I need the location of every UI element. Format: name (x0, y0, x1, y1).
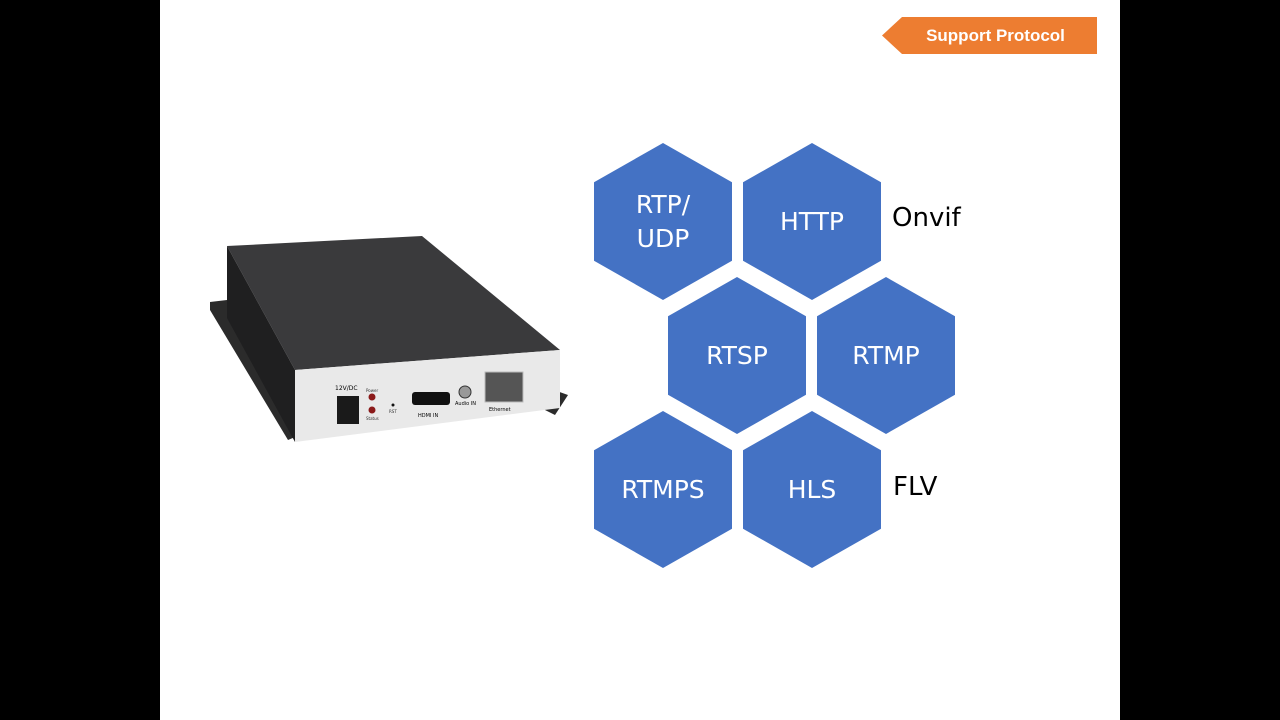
label-power: Power (366, 388, 378, 393)
banner-label: Support Protocol (926, 25, 1065, 45)
label-rst: RST (389, 409, 397, 414)
power-led (368, 393, 376, 401)
label-ethernet: Ethernet (489, 407, 511, 413)
device-top (227, 236, 560, 370)
ethernet-port (484, 371, 524, 403)
video-encoder-device-image: 12V/DC Power Status RST HDMI IN Audio IN… (210, 236, 568, 442)
support-protocol-banner: Support Protocol (882, 17, 1097, 54)
hdmi-port (412, 392, 450, 405)
label-audio: Audio IN (455, 401, 476, 407)
status-led (368, 406, 376, 414)
reset-hole (391, 403, 395, 407)
label-status: Status (366, 416, 379, 421)
dc-jack (337, 396, 359, 424)
protocol-onvif: Onvif (892, 203, 961, 233)
label-12v: 12V/DC (335, 385, 358, 392)
label-hdmi: HDMI IN (418, 413, 438, 419)
protocol-flv: FLV (893, 472, 938, 502)
device-side (227, 246, 295, 442)
audio-jack (458, 385, 472, 399)
